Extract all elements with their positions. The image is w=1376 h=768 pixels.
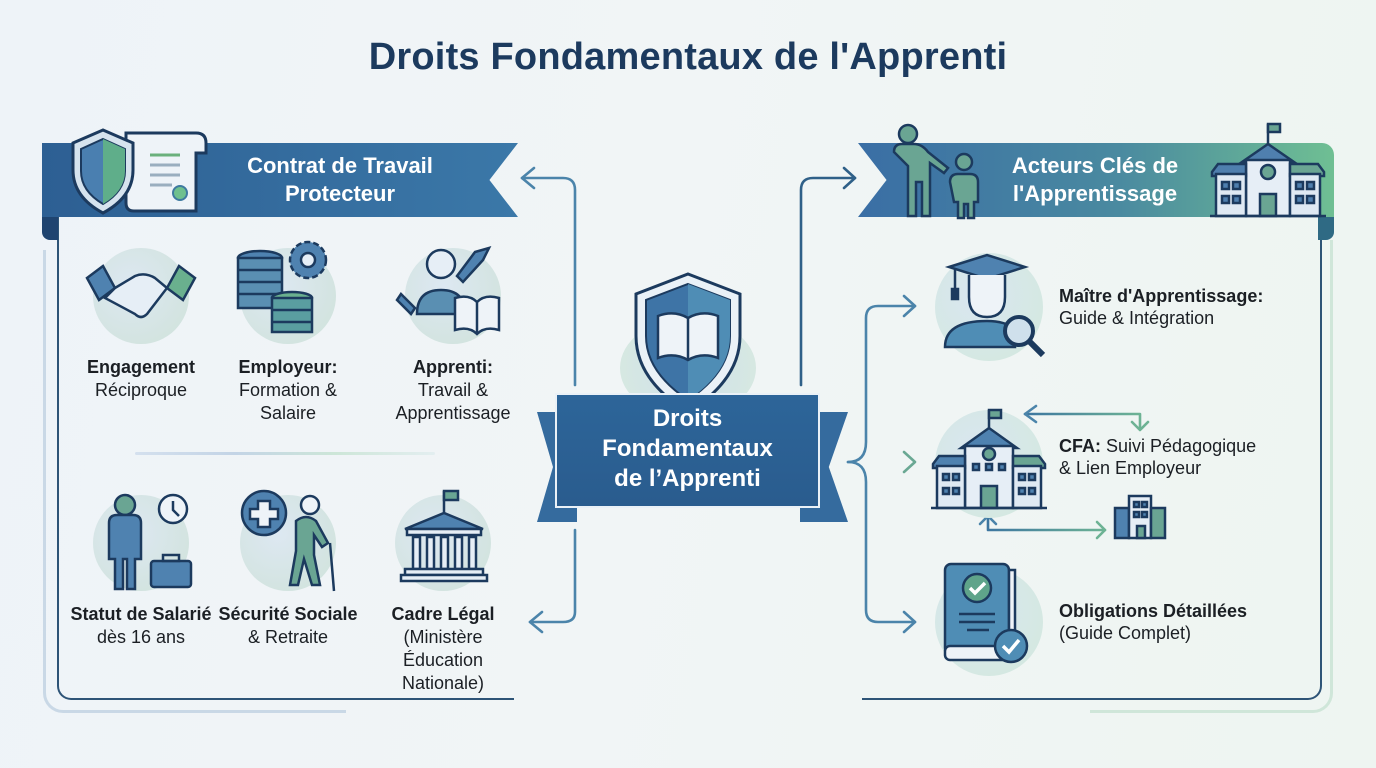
mentor-child-icon — [892, 123, 980, 220]
school-building-icon — [1210, 122, 1326, 218]
item-engagement-text: Réciproque — [94, 380, 188, 400]
item-cfa: CFA: Suivi Pédagogique& Lien Employeur — [931, 408, 1257, 518]
item-cfa-text-2: & Lien Employeur — [1059, 458, 1202, 478]
left-banner-fold — [42, 210, 58, 240]
shield-contract-icon — [71, 128, 208, 215]
shield-book-icon — [634, 272, 742, 414]
checklist-book-icon — [943, 562, 1029, 664]
right-panel-frame — [862, 200, 1322, 700]
item-engagement-title: Engagement — [86, 357, 196, 377]
left-panel-frame — [57, 200, 514, 700]
item-statut-text: dès 16 ans — [96, 627, 186, 647]
center-title: Droits Fondamentaux de l’Apprenti — [555, 404, 820, 494]
item-cfa-title: CFA: — [1059, 436, 1101, 456]
item-securite: Sécurité Sociale & Retraite — [213, 489, 363, 649]
item-cadre-legal-text: (Ministère Éducation Nationale) — [401, 627, 485, 693]
item-cfa-text: Suivi Pédagogique — [1106, 436, 1257, 456]
person-tools-book-icon — [395, 246, 501, 336]
worker-clock-briefcase-icon — [107, 493, 193, 591]
center-title-line1: Droits — [652, 405, 723, 432]
handshake-icon — [85, 264, 197, 319]
item-maitre-text: Guide & Intégration — [1059, 308, 1215, 328]
school-icon — [931, 408, 1047, 510]
right-banner-fold — [1318, 210, 1334, 240]
right-banner-line2: l'Apprentissage — [1012, 181, 1178, 206]
item-statut: Statut de Salarié dès 16 ans — [66, 493, 216, 649]
item-obligations-text: (Guide Complet) — [1059, 623, 1192, 643]
graduate-magnifier-icon — [943, 253, 1046, 358]
item-cadre-legal: Cadre Légal (Ministère Éducation National… — [368, 489, 518, 695]
item-employeur-title: Employeur: — [238, 357, 338, 377]
right-banner-line1: Acteurs Clés de — [1011, 153, 1179, 178]
item-employeur-text: Formation & Salaire — [238, 380, 338, 423]
coins-gear-icon — [236, 240, 328, 334]
section-divider — [135, 452, 435, 455]
center-title-line2: Fondamentaux — [602, 435, 773, 462]
item-maitre-apprentissage: Maître d'Apprentissage:Guide & Intégrati… — [935, 253, 1263, 361]
left-panel-shadow — [43, 250, 346, 713]
item-apprenti-title: Apprenti: — [413, 357, 493, 377]
item-employeur: Employeur: Formation & Salaire — [213, 240, 363, 425]
left-banner-title: Contrat de Travail Protecteur — [205, 152, 475, 208]
item-obligations-title: Obligations Détaillées — [1059, 601, 1248, 621]
center-title-line3: de l’Apprenti — [614, 465, 761, 492]
item-cadre-legal-title: Cadre Légal — [391, 604, 495, 624]
item-securite-title: Sécurité Sociale — [218, 604, 358, 624]
employer-building-icon — [1113, 494, 1167, 540]
health-elderly-icon — [240, 489, 336, 592]
item-maitre-title: Maître d'Apprentissage: — [1059, 286, 1264, 306]
center-banner — [555, 393, 820, 508]
item-obligations: Obligations Détaillées(Guide Complet) — [935, 562, 1248, 676]
item-statut-title: Statut de Salarié — [70, 604, 212, 624]
left-banner-line2: Protecteur — [284, 181, 396, 206]
left-banner-line1: Contrat de Travail — [247, 153, 433, 178]
item-apprenti: Apprenti: Travail & Apprentissage — [378, 246, 528, 425]
right-banner-title: Acteurs Clés de l'Apprentissage — [985, 152, 1205, 208]
right-panel-shadow — [1090, 240, 1333, 713]
page-title: Droits Fondamentaux de l'Apprenti — [368, 36, 1008, 78]
item-securite-text: & Retraite — [247, 627, 329, 647]
government-building-icon — [399, 489, 489, 583]
item-apprenti-text: Travail & Apprentissage — [395, 380, 511, 423]
